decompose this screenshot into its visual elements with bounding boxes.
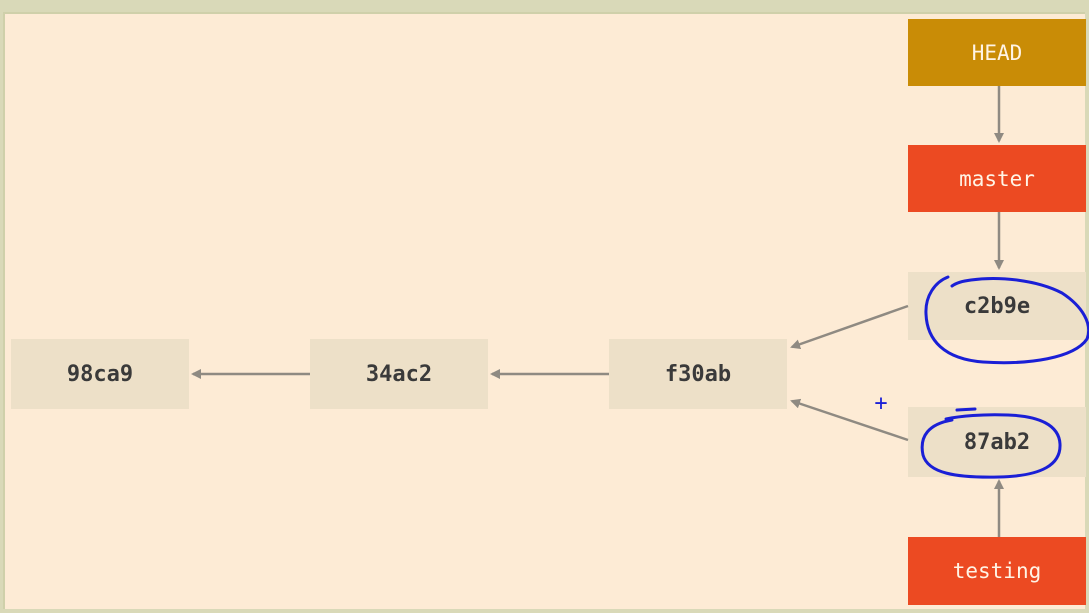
commit-98ca9-label: 98ca9 (66, 361, 134, 387)
commit-c2b9e: c2b9e (908, 272, 1086, 340)
commit-87ab2-label: 87ab2 (963, 429, 1031, 455)
commit-87ab2: 87ab2 (908, 407, 1086, 477)
commit-f30ab-label: f30ab (664, 361, 732, 387)
branch-testing: testing (908, 537, 1086, 605)
branch-master-label: master (959, 166, 1035, 191)
branch-testing-label: testing (952, 559, 1042, 583)
head-pointer-label: HEAD (971, 40, 1023, 65)
commit-c2b9e-label: c2b9e (963, 293, 1031, 319)
commit-98ca9: 98ca9 (11, 339, 189, 409)
commit-34ac2: 34ac2 (310, 339, 488, 409)
head-pointer: HEAD (908, 19, 1086, 86)
commit-34ac2-label: 34ac2 (365, 361, 433, 387)
branch-master: master (908, 145, 1086, 212)
commit-f30ab: f30ab (609, 339, 787, 409)
